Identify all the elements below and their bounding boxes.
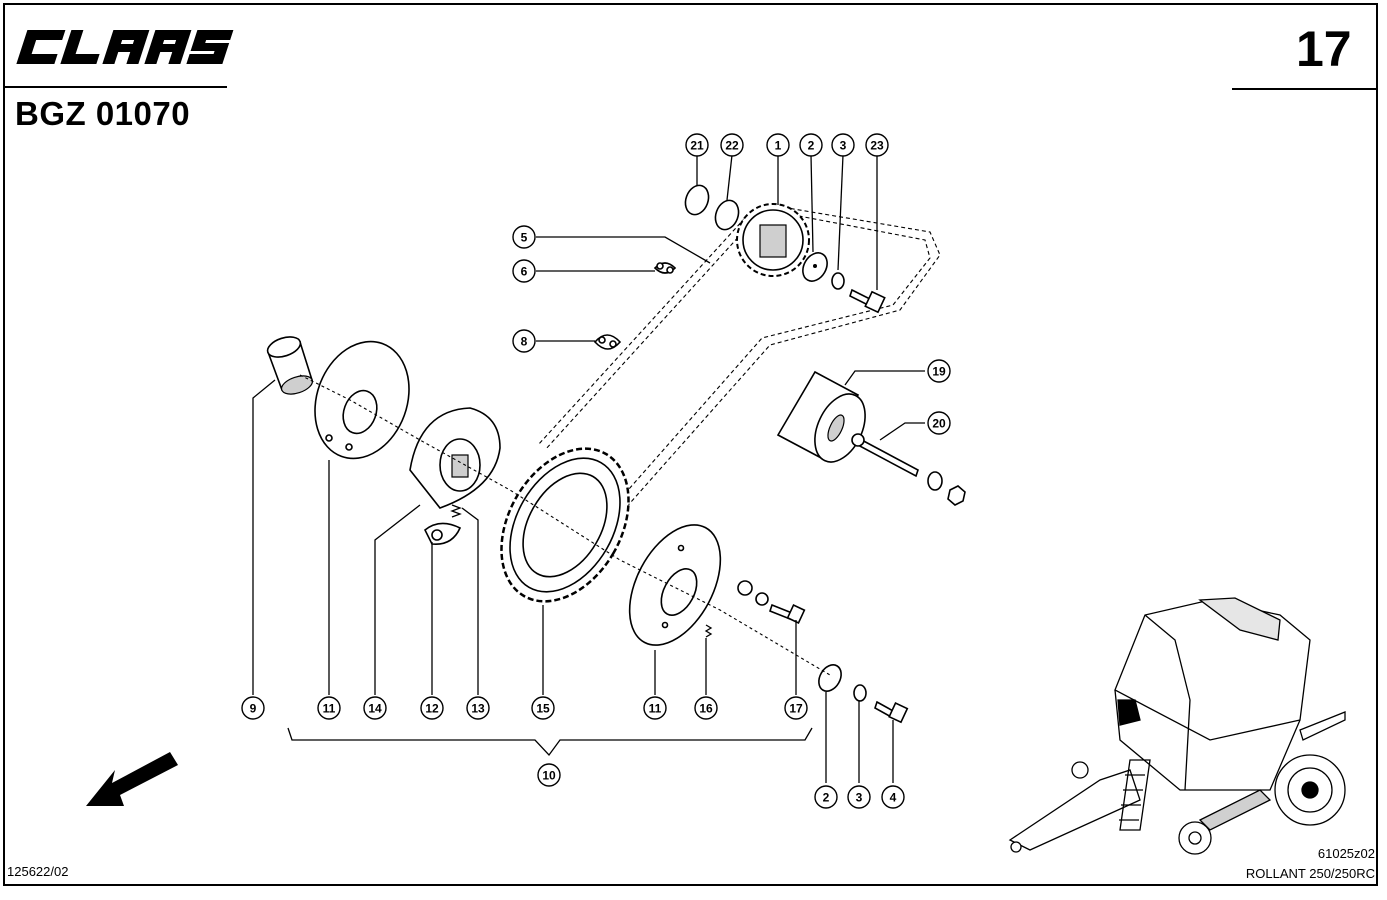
callout-22: 22 — [720, 133, 744, 157]
callout-label: 8 — [521, 335, 528, 349]
callout-label: 19 — [932, 365, 946, 379]
page-frame — [3, 3, 1378, 886]
friction-plate-11-right — [628, 524, 722, 646]
callout-label: 2 — [808, 139, 815, 153]
spring-13 — [450, 504, 462, 518]
washer-17b — [755, 592, 769, 606]
callout-8: 8 — [512, 329, 536, 353]
callout-label: 16 — [699, 702, 713, 716]
document-id: BGZ 01070 — [15, 95, 191, 132]
callout-12: 12 — [420, 696, 444, 720]
callout-label: 13 — [471, 702, 485, 716]
callout-label: 12 — [425, 702, 439, 716]
page-number-rule — [1232, 88, 1378, 90]
callout-label: 5 — [521, 231, 528, 245]
callout-label: 6 — [521, 265, 528, 279]
callout-label: 23 — [870, 139, 884, 153]
callout-label: 15 — [536, 702, 550, 716]
callout-5: 5 — [512, 225, 536, 249]
callout-label: 10 — [542, 769, 556, 783]
roller-chain — [537, 204, 941, 521]
callout-2: 2 — [799, 133, 823, 157]
callout-4: 4 — [881, 785, 905, 809]
callout-19: 19 — [927, 359, 951, 383]
callout-label: 4 — [890, 791, 897, 805]
callout-16: 16 — [694, 696, 718, 720]
bolt-17 — [769, 603, 806, 624]
spring-16 — [704, 624, 713, 638]
machine-model: ROLLANT 250/250RC — [1245, 866, 1375, 881]
callout-3: 3 — [847, 785, 871, 809]
callout-label: 20 — [932, 417, 946, 431]
washer-21 — [684, 184, 710, 216]
pawl-12 — [423, 522, 462, 545]
callout-21: 21 — [685, 133, 709, 157]
callout-1: 1 — [766, 133, 790, 157]
callout-label: 3 — [856, 791, 863, 805]
callout-label: 9 — [250, 702, 257, 716]
header-rule — [3, 86, 227, 88]
washer-2-bottom — [818, 664, 842, 692]
callout-label: 1 — [775, 139, 782, 153]
callout-label: 17 — [789, 702, 803, 716]
callout-17: 17 — [784, 696, 808, 720]
bolt-20 — [851, 433, 966, 506]
leader-lines — [252, 154, 925, 783]
callout-11: 11 — [643, 696, 667, 720]
callout-label: 21 — [690, 139, 704, 153]
callout-20: 20 — [927, 411, 951, 435]
direction-arrow-icon — [86, 752, 178, 806]
washer-22 — [714, 199, 740, 231]
callout-label: 2 — [823, 791, 830, 805]
callout-10: 10 — [537, 763, 561, 787]
hub-14 — [409, 407, 501, 509]
page-number: 17 — [1296, 21, 1352, 77]
callout-9: 9 — [241, 696, 265, 720]
callout-14: 14 — [363, 696, 387, 720]
spring-washer-3-bottom — [853, 684, 867, 702]
friction-plate-11-left — [314, 340, 410, 460]
claas-logo — [16, 30, 234, 64]
bolt-4 — [874, 700, 909, 724]
chain-link-6 — [653, 262, 677, 274]
nut-17a — [737, 580, 753, 596]
callout-label: 3 — [840, 139, 847, 153]
document-reference: 125622/02 — [7, 864, 69, 879]
bolt-23 — [849, 288, 886, 314]
callout-23: 23 — [865, 133, 889, 157]
small-sprocket — [736, 203, 810, 277]
callout-label: 11 — [649, 702, 662, 716]
figure-reference: 61025z02 — [1317, 846, 1375, 861]
chain-link-8 — [593, 334, 622, 350]
callout-2: 2 — [814, 785, 838, 809]
callout-3: 3 — [831, 133, 855, 157]
callout-label: 11 — [323, 702, 336, 716]
baler-machine-illustration — [1008, 597, 1346, 855]
callout-6: 6 — [512, 259, 536, 283]
callout-11: 11 — [317, 696, 341, 720]
callout-15: 15 — [531, 696, 555, 720]
bushing-9 — [266, 336, 314, 395]
spring-washer-3-top — [831, 272, 845, 290]
large-sprocket-15 — [500, 447, 630, 603]
idler-roller-19 — [776, 370, 866, 463]
callout-13: 13 — [466, 696, 490, 720]
callout-label: 22 — [725, 139, 739, 153]
callout-label: 14 — [368, 702, 382, 716]
